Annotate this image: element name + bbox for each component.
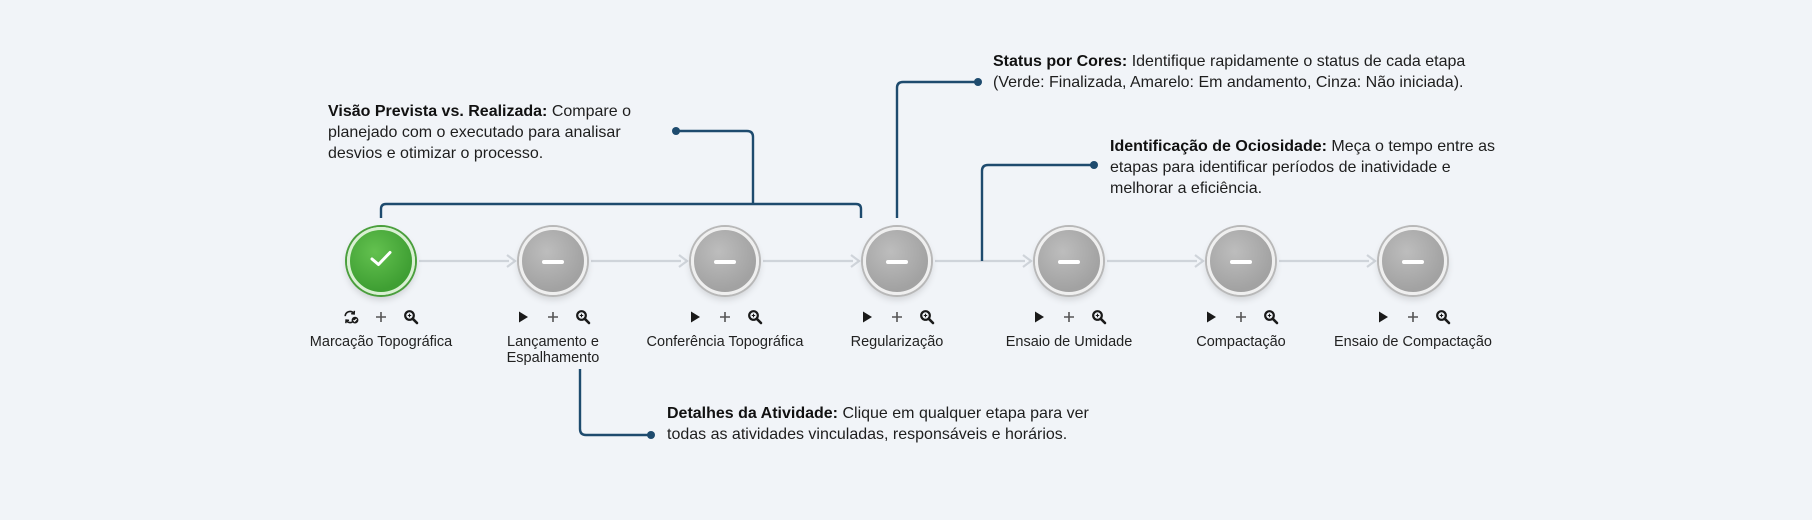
magnifier-icon[interactable] [747,309,763,325]
play-icon[interactable] [859,309,875,325]
step-label: Ensaio de Umidade [1005,334,1133,350]
connector-arrow [1366,254,1377,268]
plus-icon[interactable] [889,309,905,325]
step-actions [331,308,431,326]
callout-text: Compare o planejado com o executado para… [328,103,631,162]
callout-dot [974,78,982,86]
play-icon[interactable] [1375,309,1391,325]
play-icon[interactable] [687,309,703,325]
step-circle[interactable] [1035,227,1103,295]
play-icon[interactable] [1031,309,1047,325]
step-label: Conferência Topográfica [646,334,804,350]
connector-arrow [506,254,517,268]
minus-icon [1229,252,1253,270]
step-actions [1019,308,1119,326]
planned-actual-bracket [379,202,863,218]
step-label: Ensaio de Compactação [1334,334,1492,350]
connector-arrow [850,254,861,268]
magnifier-icon[interactable] [575,309,591,325]
magnifier-icon[interactable] [919,309,935,325]
step-actions [675,308,775,326]
step-circle[interactable] [691,227,759,295]
callout-dot [1090,161,1098,169]
step-actions [847,308,947,326]
step-circle[interactable] [1207,227,1275,295]
step-label: Marcação Topográfica [309,334,453,350]
magnifier-icon[interactable] [1435,309,1451,325]
play-icon[interactable] [1203,309,1219,325]
connector-arrow [678,254,689,268]
minus-icon [885,252,909,270]
callout-text: Clique em qualquer etapa para ver todas … [667,405,1089,443]
callout-leader [676,129,755,204]
callout-leader [895,80,978,218]
callout-title: Detalhes da Atividade: [667,405,839,422]
step-circle[interactable] [863,227,931,295]
callout-idle-time: Identificação de Ociosidade: Meça o temp… [1110,136,1500,199]
step-label: Regularização [850,334,944,350]
connector-arrow [1194,254,1205,268]
step-label: Lançamento e Espalhamento [506,334,600,366]
callout-dot [647,431,655,439]
minus-icon [1057,252,1081,270]
callout-leader [578,369,651,437]
plus-icon[interactable] [717,309,733,325]
magnifier-icon[interactable] [1263,309,1279,325]
minus-icon [713,252,737,270]
step-actions [1191,308,1291,326]
plus-icon[interactable] [545,309,561,325]
step-actions [503,308,603,326]
step-circle[interactable] [347,227,415,295]
callout-title: Visão Prevista vs. Realizada: [328,103,548,120]
minus-icon [1401,252,1425,270]
play-icon[interactable] [515,309,531,325]
sync-check-icon[interactable] [343,309,359,325]
magnifier-icon[interactable] [1091,309,1107,325]
callout-activity-details: Detalhes da Atividade: Clique em qualque… [667,403,1097,445]
step-label: Compactação [1196,334,1286,350]
plus-icon[interactable] [373,309,389,325]
callout-leader [980,163,1094,261]
callout-title: Status por Cores: [993,53,1128,70]
callout-dot [672,127,680,135]
connector-arrow [1022,254,1033,268]
plus-icon[interactable] [1061,309,1077,325]
callout-title: Identificação de Ociosidade: [1110,138,1327,155]
callout-status-colors: Status por Cores: Identifique rapidament… [993,51,1513,93]
step-circle[interactable] [519,227,587,295]
step-circle[interactable] [1379,227,1447,295]
plus-icon[interactable] [1233,309,1249,325]
minus-icon [541,252,565,270]
step-actions [1363,308,1463,326]
check-icon [368,249,394,274]
callout-planned-vs-actual: Visão Prevista vs. Realizada: Compare o … [328,101,668,164]
plus-icon[interactable] [1405,309,1421,325]
callout-text: Meça o tempo entre as etapas para identi… [1110,138,1496,197]
magnifier-icon[interactable] [403,309,419,325]
callout-text: Identifique rapidamente o status de cada… [993,53,1466,91]
